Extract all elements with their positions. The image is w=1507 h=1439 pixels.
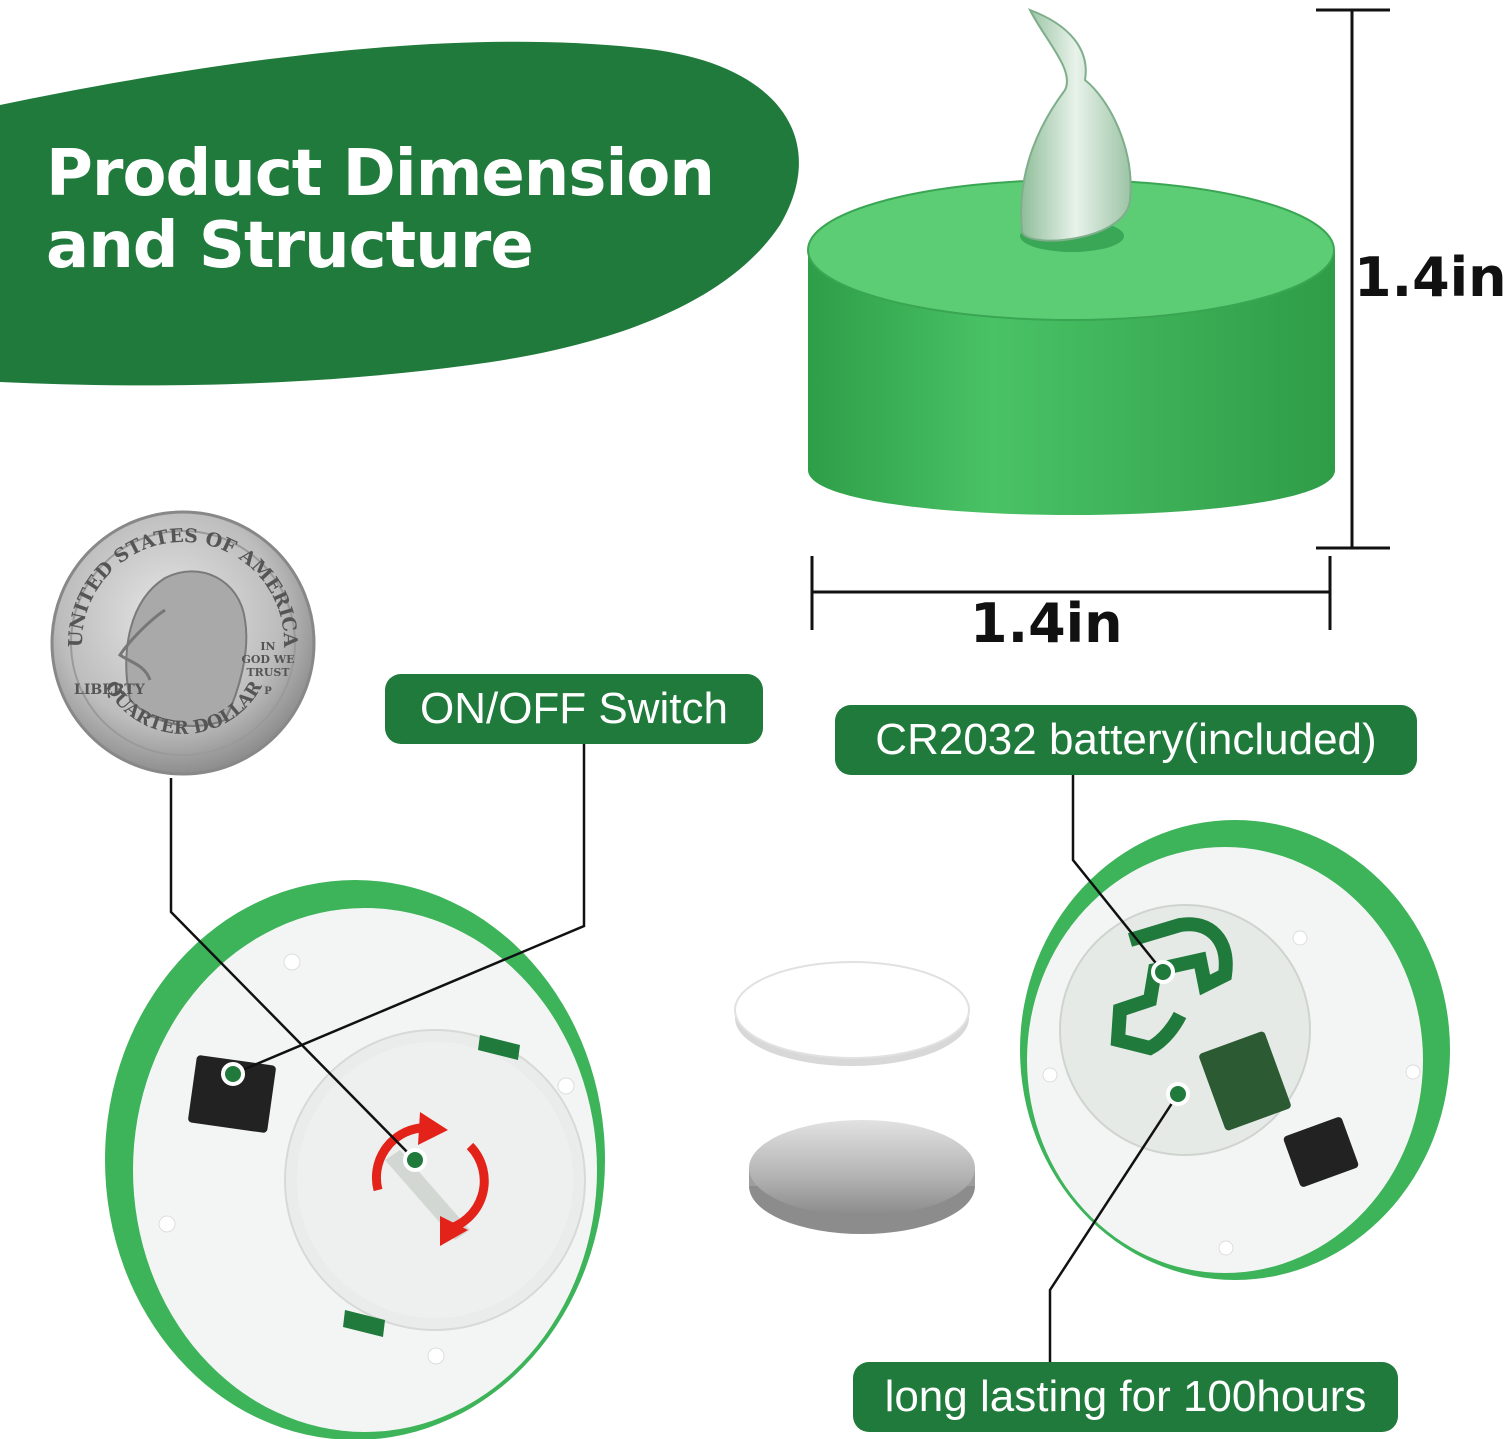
height-label: 1.4in: [1354, 246, 1507, 309]
callout-dots: [221, 960, 1190, 1172]
candle-base-view-left: [105, 880, 605, 1439]
height-dimension-line: [1316, 8, 1390, 550]
battery-callout: CR2032 battery(included): [835, 705, 1417, 775]
page-title-line-2: and Structure: [46, 209, 534, 283]
quarter-coin: [50, 510, 316, 776]
width-dimension-line: [810, 556, 1332, 630]
headline-banner: [0, 41, 799, 386]
coin-mint-mark: P: [264, 686, 272, 697]
width-label: 1.4in: [970, 592, 1123, 655]
candle-base-view-right: [1020, 820, 1450, 1280]
candle-side-view: [807, 8, 1335, 515]
coin-motto-line-1: IN: [260, 640, 275, 653]
coin-motto-line-2: GOD WE: [241, 653, 294, 666]
coin-inscriptions: UNITED STATES OF AMERICA QUARTER DOLLAR …: [65, 525, 301, 739]
page-title-line-1: Product Dimension: [46, 137, 715, 211]
page-title: Product Dimension and Structure: [46, 138, 766, 282]
runtime-callout: long lasting for 100hours: [853, 1362, 1398, 1432]
coin-liberty-text: LIBERTY: [74, 682, 146, 698]
battery-cover: [734, 961, 970, 1066]
coin-top-text: UNITED STATES OF AMERICA: [65, 525, 301, 648]
switch-callout: ON/OFF Switch: [385, 674, 763, 744]
coin-motto-line-3: TRUST: [246, 666, 290, 679]
cr2032-coin-battery: [749, 1120, 975, 1234]
callout-lines: [169, 744, 1180, 1362]
